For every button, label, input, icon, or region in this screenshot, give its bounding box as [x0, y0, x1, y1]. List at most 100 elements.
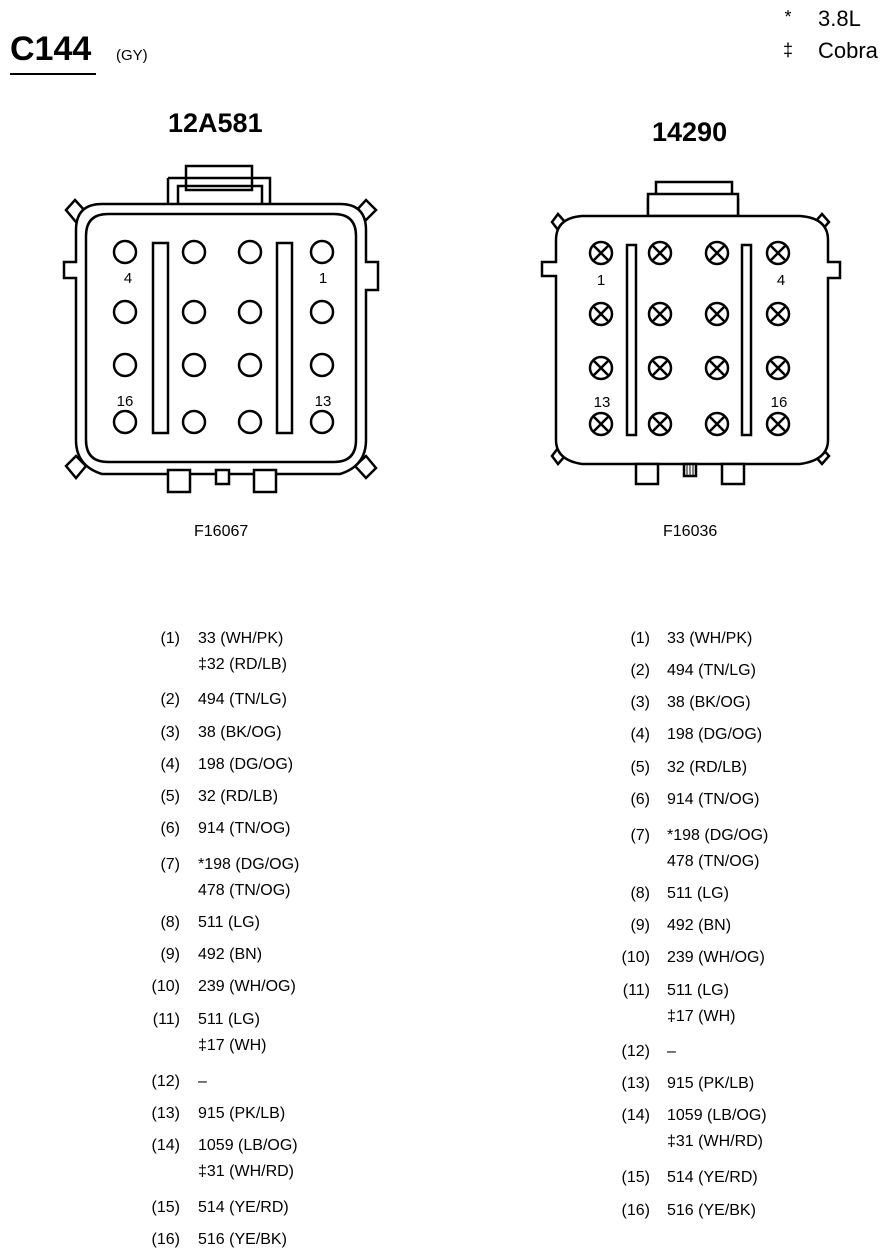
right-cavity-cross-14 — [651, 415, 669, 433]
pin-wire: – — [667, 1043, 676, 1060]
left-cavity-15 — [237, 409, 263, 435]
left-cavity-10 — [181, 352, 207, 378]
pin-wire: 514 (YE/RD) — [198, 1199, 289, 1216]
pin-number: (8) — [160, 914, 180, 931]
pin-wire: 514 (YE/RD) — [667, 1169, 758, 1186]
left-cavity-12 — [309, 352, 335, 378]
right-part-number: 14290 — [652, 117, 728, 147]
pin-number: (15) — [151, 1199, 180, 1216]
pin-wire: 478 (TN/OG) — [667, 853, 760, 870]
pin-wire: ‡17 (WH) — [667, 1008, 736, 1025]
left-pin-label-16: 16 — [117, 393, 134, 410]
pin-number: (12) — [621, 1043, 650, 1060]
pin-number: (11) — [622, 982, 650, 999]
left-connector-face — [62, 164, 380, 494]
right-cavity-cross-2 — [651, 244, 669, 262]
pin-number: (2) — [630, 662, 650, 679]
left-cavity-11 — [237, 352, 263, 378]
pin-wire: *198 (DG/OG) — [198, 856, 300, 873]
left-cavity-16 — [309, 409, 335, 435]
pin-wire: 32 (RD/LB) — [667, 759, 748, 776]
pin-wire: 38 (BK/OG) — [667, 694, 751, 711]
legend-symbol-asterisk: * — [784, 7, 792, 27]
left-part-number: 12A581 — [168, 108, 263, 138]
pin-wire: 494 (TN/LG) — [198, 691, 287, 708]
pin-number: (14) — [621, 1107, 650, 1124]
right-cavity-cross-3 — [708, 244, 726, 262]
left-cavity-1 — [112, 239, 138, 265]
pin-number: (6) — [160, 820, 180, 837]
pin-number: (4) — [160, 756, 180, 773]
pin-wire: 33 (WH/PK) — [198, 630, 284, 647]
pin-number: (13) — [151, 1105, 180, 1122]
pin-number: (10) — [151, 978, 180, 995]
pin-number: (7) — [630, 827, 650, 844]
pin-wire: 33 (WH/PK) — [667, 630, 753, 647]
pin-wire: ‡32 (RD/LB) — [198, 656, 287, 673]
pin-number: (9) — [160, 946, 180, 963]
pin-wire: ‡17 (WH) — [198, 1037, 267, 1054]
pin-number: (11) — [152, 1011, 180, 1028]
pin-wire: 198 (DG/OG) — [198, 756, 294, 773]
right-cavity-cross-7 — [708, 305, 726, 323]
right-cavity-cross-13 — [592, 415, 610, 433]
right-connector-face — [540, 180, 842, 486]
pin-number: (9) — [630, 917, 650, 934]
left-cavity-9 — [112, 352, 138, 378]
right-pin-label-1: 1 — [597, 272, 605, 289]
legend-symbol-double-dagger: ‡ — [782, 40, 793, 60]
pin-number: (1) — [160, 630, 180, 647]
left-pin-label-1: 1 — [319, 270, 327, 287]
left-pin-cavities — [112, 239, 335, 435]
pin-wire: 492 (BN) — [667, 917, 732, 934]
pin-number: (2) — [160, 691, 180, 708]
pin-number: (1) — [630, 630, 650, 647]
pin-number: (3) — [630, 694, 650, 711]
right-cavity-cross-12 — [769, 359, 787, 377]
left-cavity-5 — [112, 299, 138, 325]
pin-number: (13) — [621, 1075, 650, 1092]
pin-number: (16) — [151, 1231, 180, 1248]
left-cavity-14 — [181, 409, 207, 435]
pin-wire: 914 (TN/OG) — [667, 791, 760, 808]
right-pin-label-13: 13 — [594, 394, 611, 411]
right-cavity-cross-8 — [769, 305, 787, 323]
pin-wire: *198 (DG/OG) — [667, 827, 769, 844]
pin-wire: 516 (YE/BK) — [667, 1202, 756, 1219]
pin-wire: 1059 (LB/OG) — [198, 1137, 298, 1154]
pin-number: (10) — [621, 949, 650, 966]
right-cavity-cross-5 — [592, 305, 610, 323]
right-pin-label-4: 4 — [777, 272, 785, 289]
pin-wire: 511 (LG) — [198, 914, 260, 931]
pin-number: (15) — [621, 1169, 650, 1186]
right-cavity-cross-6 — [651, 305, 669, 323]
pin-wire: 239 (WH/OG) — [667, 949, 765, 966]
pin-number: (4) — [630, 726, 650, 743]
left-cavity-8 — [309, 299, 335, 325]
left-cavity-6 — [181, 299, 207, 325]
right-cavity-cross-15 — [708, 415, 726, 433]
pin-wire: 915 (PK/LB) — [667, 1075, 755, 1092]
connector-diagrams: 4 1 16 13 1 4 13 16 — [62, 164, 842, 494]
legend-text-3-8l: 3.8L — [818, 6, 861, 31]
pin-wire: 511 (LG) — [667, 982, 729, 999]
pin-wire: 492 (BN) — [198, 946, 263, 963]
right-cavity-cross-1 — [592, 244, 610, 262]
pin-wire: 32 (RD/LB) — [198, 788, 279, 805]
left-figure-id: F16067 — [194, 523, 249, 540]
right-cavity-cross-16 — [769, 415, 787, 433]
pin-number: (16) — [621, 1202, 650, 1219]
pin-number: (7) — [160, 856, 180, 873]
left-cavity-13 — [112, 409, 138, 435]
left-pin-label-13: 13 — [315, 393, 332, 410]
title-underline — [10, 73, 96, 75]
pin-wire: 511 (LG) — [667, 885, 729, 902]
pin-wire: ‡31 (WH/RD) — [667, 1133, 764, 1150]
pin-number: (3) — [160, 724, 180, 741]
pin-number: (8) — [630, 885, 650, 902]
left-pin-label-4: 4 — [124, 270, 132, 287]
right-cavity-cross-9 — [592, 359, 610, 377]
left-cavity-4 — [309, 239, 335, 265]
pin-number: (14) — [151, 1137, 180, 1154]
right-cavity-cross-4 — [769, 244, 787, 262]
